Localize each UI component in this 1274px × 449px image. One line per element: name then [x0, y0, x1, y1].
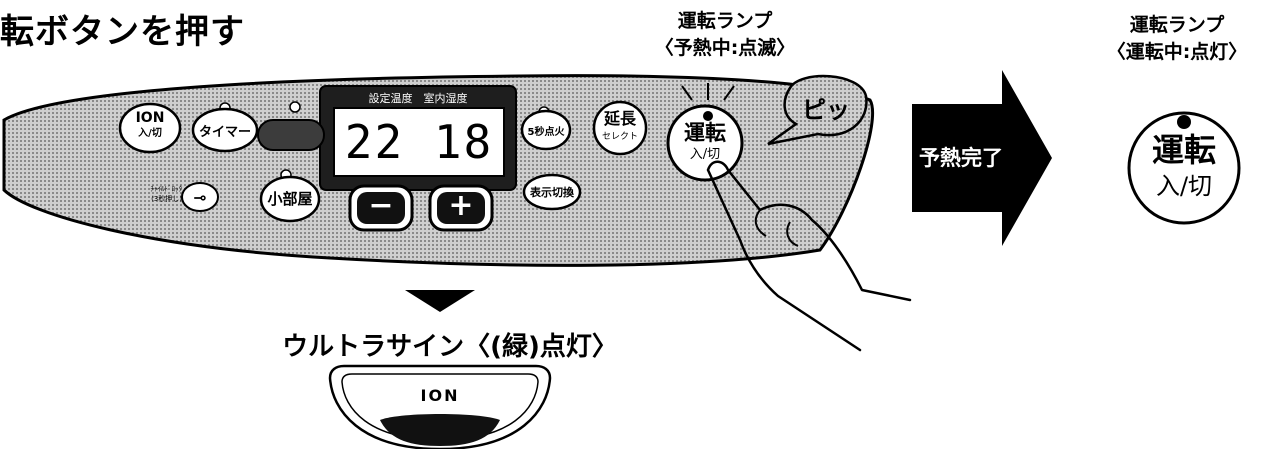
blink-mark: [723, 85, 735, 101]
preheat-lamp-caption: 運転ランプ 〈予熱中:点滅〉: [610, 8, 840, 62]
display-switch-button: [522, 173, 582, 211]
child-lock-label: ﾁｬｲﾙﾄﾞﾛｯｸ: [150, 185, 183, 193]
ion-button-top: ION: [135, 110, 165, 126]
ultrasign-caption: ウルトラサイン〈(緑)点灯〉: [282, 332, 618, 362]
key-icon: ⊸: [193, 188, 206, 207]
small-room-button-label[interactable]: 小部屋: [267, 190, 313, 208]
run-button-top: 運転: [684, 121, 726, 145]
beep-sound-glyph: ピッ: [802, 96, 850, 124]
five-sec-button: [520, 109, 572, 151]
running-lamp-title: 運転ランプ: [1129, 14, 1225, 36]
running-lamp-status: 〈運転中:点灯〉: [1106, 41, 1248, 63]
dark-oval-button: [257, 119, 325, 151]
child-lock-hint: (3秒押し): [151, 195, 182, 203]
ion-button-bottom: 入/切: [138, 128, 162, 139]
child-lock-caption: ﾁｬｲﾙﾄﾞﾛｯｸ (3秒押し): [122, 184, 183, 204]
big-right-arrow: [912, 70, 1052, 246]
run-button-bottom: 入/切: [689, 147, 721, 162]
extend-button-label[interactable]: 延長 セレクト: [594, 110, 646, 146]
timer-button: [191, 107, 259, 153]
extend-button-top: 延長: [603, 109, 636, 128]
plus-button-label[interactable]: +: [448, 188, 474, 223]
lcd-readout: 22 18: [344, 115, 494, 169]
run-button: [666, 104, 744, 182]
run-button-label[interactable]: 運転 入/切: [670, 122, 740, 166]
run-lamp: [703, 111, 713, 121]
preheat-lamp-title: 運転ランプ: [677, 10, 773, 32]
lcd-screen: [333, 107, 505, 177]
preheat-lamp-status: 〈予熱中:点滅〉: [654, 37, 796, 59]
big-run-button-top: 運転: [1151, 131, 1216, 169]
step-heading: 転ボタンを押す: [0, 12, 245, 52]
extend-button: [592, 100, 648, 156]
big-run-button-label[interactable]: 運転 入/切: [1130, 132, 1238, 204]
beep-speech-bubble: [767, 74, 868, 146]
timer-button-label[interactable]: タイマー: [198, 125, 251, 140]
blink-mark: [681, 85, 693, 101]
big-run-button: [1127, 111, 1241, 225]
ultrasign-ion-text: ION: [420, 386, 460, 405]
five-sec-button-label[interactable]: 5秒点火: [527, 127, 565, 138]
child-lock-button: [181, 182, 219, 212]
big-run-button-bottom: 入/切: [1155, 172, 1213, 200]
ultrasign-panel: [328, 364, 552, 449]
ion-button-label[interactable]: ION 入/切: [128, 110, 172, 142]
ultrasign-lamp: [380, 414, 500, 446]
extend-button-bottom: セレクト: [601, 132, 638, 142]
indicator-lamp: [289, 101, 301, 113]
running-lamp-caption: 運転ランプ 〈運転中:点灯〉: [1080, 12, 1274, 66]
pointing-hand-icon: [706, 160, 912, 352]
minus-button-label[interactable]: −: [368, 188, 394, 223]
big-run-lamp: [1177, 115, 1191, 129]
small-room-button: [259, 175, 321, 223]
preheat-complete-label: 予熱完了: [919, 146, 1003, 170]
display-header: 設定温度 室内湿度: [368, 92, 468, 105]
ion-button: [118, 102, 182, 154]
down-arrow-icon: [405, 290, 475, 312]
display-switch-button-label[interactable]: 表示切換: [530, 186, 574, 199]
